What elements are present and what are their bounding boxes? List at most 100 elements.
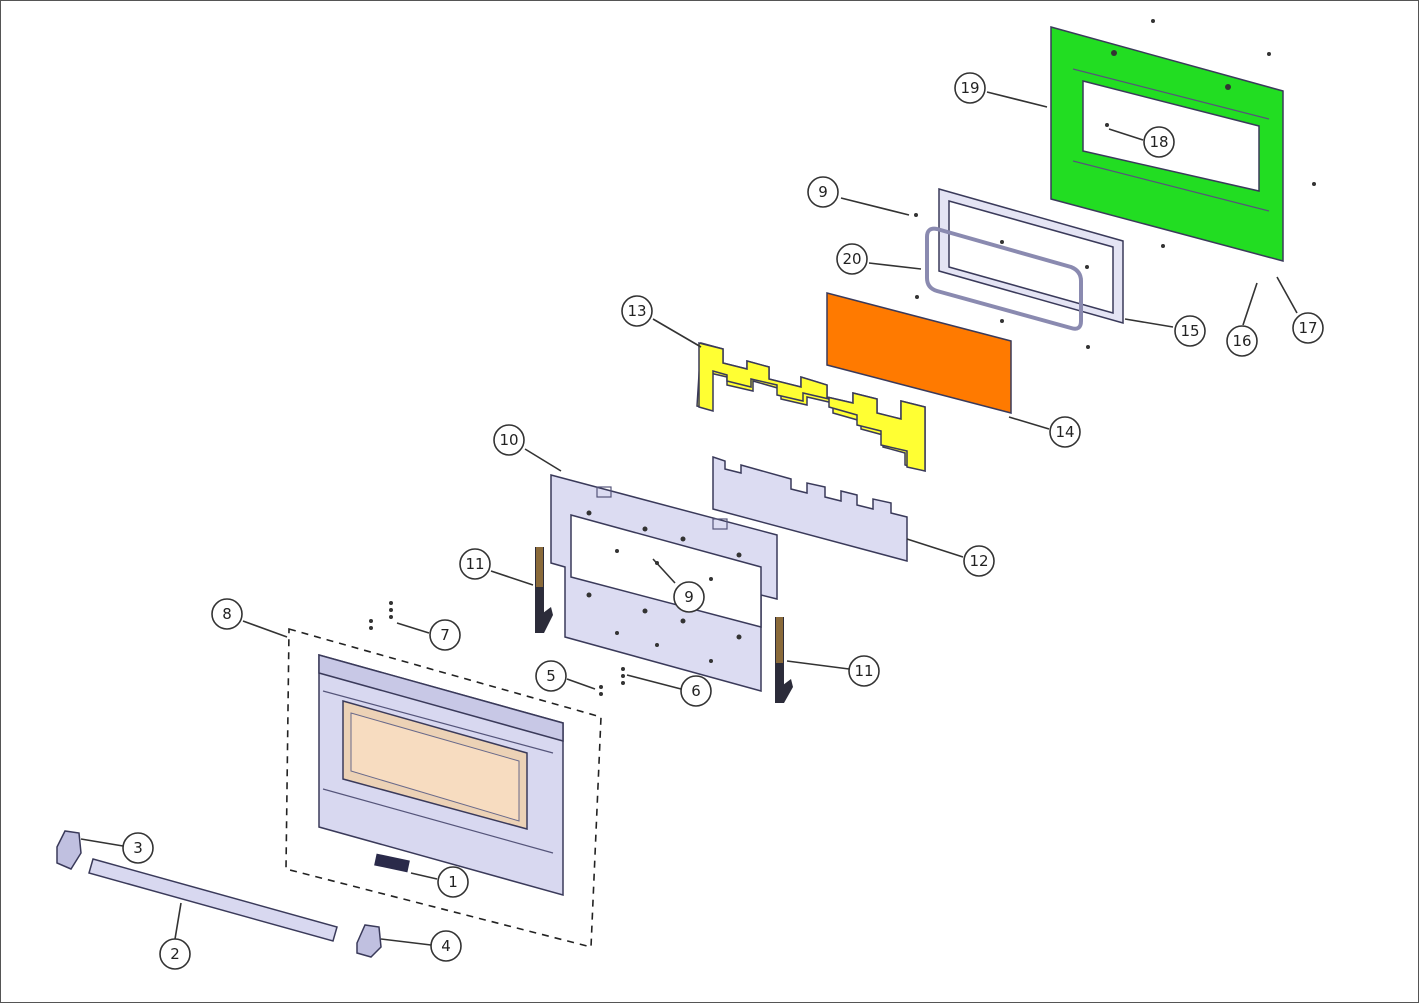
leader-8 [242,620,288,638]
callout-label: 3 [133,839,143,857]
leader-18 [1108,128,1144,141]
callout-label: 18 [1149,133,1168,151]
callout-label: 7 [440,626,450,644]
callout-label: 1 [448,873,458,891]
callout-label: 16 [1232,332,1251,350]
callout-18: 18 [1143,126,1175,158]
callout-7: 7 [429,619,461,651]
callout-1: 1 [437,866,469,898]
outer-door-rail [322,690,554,754]
leader-14 [1008,416,1050,430]
callout-label: 8 [222,605,232,623]
frame-slot [712,518,728,530]
leader-11a [490,570,534,586]
screw [1267,52,1271,56]
callout-9a: 9 [807,176,839,208]
outer-door-rail [322,788,554,854]
screw [369,619,373,623]
outer-door-glass [350,712,520,822]
leader-19 [986,91,1048,108]
frame-hole [736,634,742,640]
callout-label: 9 [684,588,694,606]
leader-10 [524,448,562,472]
screw [914,213,918,217]
screw-group-5 [599,685,603,696]
inner-door-panel-rail-bottom [1072,160,1270,212]
callout-label: 12 [969,552,988,570]
callout-17: 17 [1292,312,1324,344]
screw [599,685,603,689]
frame-hole [642,608,648,614]
frame-hole [586,592,592,598]
callout-label: 17 [1298,319,1317,337]
callout-label: 9 [818,183,828,201]
screw [615,631,619,635]
callout-4: 4 [430,930,462,962]
leader-13 [652,318,702,348]
glass-support-frame-window [570,514,762,628]
callout-12: 12 [963,545,995,577]
callout-label: 4 [441,937,451,955]
screw-group-7 [369,601,393,630]
glass-support-frame [550,474,778,692]
screw-group-6 [621,667,625,685]
screw [1086,345,1090,349]
callout-8: 8 [211,598,243,630]
screw [621,681,625,685]
leader-9a [840,197,910,216]
frame-hole [680,618,686,624]
screw [621,674,625,678]
frame-hole [736,552,742,558]
screw [1161,244,1165,248]
callout-13: 13 [621,295,653,327]
outer-door-frame [318,654,564,742]
callout-label: 13 [627,302,646,320]
screw [1151,19,1155,23]
callout-15: 15 [1174,315,1206,347]
leader-4 [380,938,432,946]
frame-hole [586,510,592,516]
callout-5: 5 [535,660,567,692]
leader-15 [1124,318,1174,328]
leader-17 [1276,276,1298,314]
screw [1000,319,1004,323]
panel-hole [1111,50,1117,56]
callout-label: 11 [465,555,484,573]
hinge-right [775,617,793,703]
hinge-right-hook [775,679,793,703]
leader-7 [396,622,430,634]
outer-door [318,654,564,896]
callout-10: 10 [493,424,525,456]
screw [369,626,373,630]
screw [621,667,625,671]
leader-1 [410,872,438,880]
leader-6 [626,674,682,690]
inner-door-panel-rail-top [1072,68,1270,120]
callout-label: 11 [854,662,873,680]
callout-16: 16 [1226,325,1258,357]
screw [1085,265,1089,269]
inner-door-panel [1050,19,1316,262]
callout-6: 6 [680,675,712,707]
callout-9b: 9 [673,581,705,613]
hinge-left [535,547,553,633]
screw [389,601,393,605]
callout-label: 19 [960,79,979,97]
handle-end-cap-right [356,924,382,958]
screw [709,577,713,581]
screw [655,643,659,647]
leader-12 [906,538,964,558]
screw [1105,123,1109,127]
leader-16 [1242,282,1258,326]
screw [599,692,603,696]
door-gasket [925,226,1083,331]
frame-slot [596,486,612,498]
callout-label: 2 [170,945,180,963]
leader-9b [652,558,676,584]
hinge-left-arm [536,547,543,587]
screw [389,615,393,619]
callout-label: 5 [546,667,556,685]
bracket-plate [712,455,908,562]
